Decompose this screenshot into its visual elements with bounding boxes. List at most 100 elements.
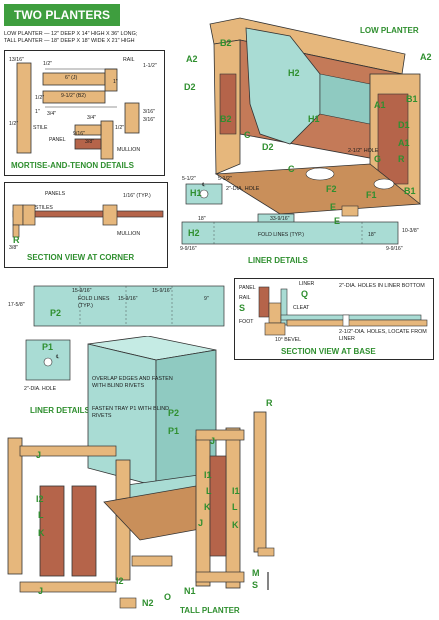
rail-label: RAIL [239, 295, 251, 301]
part-label: L [206, 486, 212, 496]
part-label: J [210, 436, 216, 446]
part-label: J [198, 518, 204, 528]
part-label: L [38, 510, 44, 520]
part-label: B1 [404, 186, 416, 196]
base-holes-note: 2-1/2"-DIA. HOLES, LOCATE FROM LINER [339, 329, 427, 342]
part-e-label: E [334, 216, 341, 226]
dim-label: 1/2" [43, 61, 53, 67]
part-label: C [288, 164, 295, 174]
tall-planter-illustration [7, 336, 275, 609]
part-label: N2 [142, 598, 154, 608]
part-label: K [38, 528, 45, 538]
dim-label: 10-3/8" [402, 228, 419, 234]
part-label: H2 [288, 68, 300, 78]
panel-label: PANEL [49, 137, 66, 143]
dim-label: 33-9/16" [270, 216, 290, 222]
tall-planter-spec: TALL PLANTER — 18" DEEP X 18" WIDE X 21"… [4, 38, 135, 44]
mullion-label: MULLION [117, 231, 141, 237]
part-label: O [164, 592, 172, 602]
dim-label: 5-1/2" [218, 176, 232, 182]
bevel-label: 10° BEVEL [275, 337, 302, 343]
dim-label: 13/16" [9, 57, 24, 63]
part-label: A1 [374, 100, 386, 110]
title-banner: TWO PLANTERS [4, 4, 120, 26]
part-label: A2 [186, 54, 198, 64]
dim-label: 5-1/2" [182, 176, 196, 182]
dim-label: 1/2" [35, 95, 45, 101]
centerline-symbol: ℄ [202, 182, 206, 188]
part-label: B2 [220, 114, 232, 124]
base-section-panel: PANEL RAIL S FOOT LINER Q CLEAT 10° BEVE… [234, 278, 434, 360]
dim-label: 1" [35, 109, 40, 115]
part-label: R [398, 154, 405, 164]
dim-label: 18" [198, 216, 206, 222]
typ-dim-label: 1/16" (TYP.) [123, 193, 151, 199]
dim-label: 1-1/2" [143, 63, 157, 69]
base-drawing [258, 286, 428, 336]
stiles-label: STILES [35, 205, 53, 211]
dim-label: 18" [368, 232, 376, 238]
part-label: R [266, 398, 273, 408]
part-label: M [252, 568, 260, 578]
part-label: P1 [168, 426, 180, 436]
part-label: D2 [262, 142, 274, 152]
cleat-label: CLEAT [293, 305, 310, 311]
low-planter-spec: LOW PLANTER — 12" DEEP X 14" HIGH X 36" … [4, 31, 138, 37]
fold-lines-label: FOLD LINES (TYP.) [258, 232, 305, 238]
mortise-tenon-panel: 13/16" 1/2" 1" 6" (J) 9-1/2" (B2) 1/2" 3… [4, 50, 165, 176]
part-h2-label: H2 [188, 228, 200, 238]
part-label: D1 [398, 120, 410, 130]
part-label: J [38, 586, 44, 596]
overlap-note: OVERLAP EDGES AND FASTEN WITH BLIND RIVE… [92, 376, 173, 389]
panel-label: PANEL [239, 285, 256, 291]
part-label: I1 [232, 486, 240, 496]
part-label: K [204, 502, 211, 512]
stile-label: STILE [33, 125, 48, 131]
rail-label: RAIL [123, 57, 135, 63]
dim-label: 9-9/16" [386, 246, 403, 252]
dim-label: 15-9/16" [118, 296, 138, 302]
dim-label: 3/16" [143, 117, 155, 123]
dim-label: 6" (J) [65, 75, 78, 81]
page-title: TWO PLANTERS [14, 8, 110, 22]
part-s-label: S [239, 303, 246, 313]
part-label: B1 [406, 94, 418, 104]
liner-holes-note: 2"-DIA. HOLES IN LINER BOTTOM [339, 283, 425, 289]
dim-label: 9" [204, 296, 209, 302]
dim-label: 1/2" [9, 121, 19, 127]
mullion-label: MULLION [117, 147, 141, 153]
dim-label: 1" [113, 79, 118, 85]
centerline-symbol: ℄ [56, 354, 60, 360]
part-label: A2 [420, 52, 432, 62]
p1-liner-detail: P1 ℄ 2"-DIA. HOLE [20, 336, 80, 406]
part-label: N1 [184, 586, 196, 596]
fasten-note: FASTEN TRAY P1 WITH BLIND RIVETS [92, 406, 169, 419]
part-p2-label: P2 [50, 308, 62, 318]
dim-label: 9-1/2" (B2) [61, 93, 86, 99]
corner-section-panel: PANELS STILES MULLION 1/16" (TYP.) R 3/8… [4, 182, 168, 268]
mortise-drawing [16, 62, 140, 160]
part-label: F1 [366, 190, 377, 200]
hole-note: 2"-DIA. HOLE [24, 386, 57, 392]
dim-label: 3/4" [87, 115, 97, 121]
foot-label: FOOT [239, 319, 254, 325]
p2-liner-layout: P2 15-9/16" 15-9/16" 15-9/16" 9" FOLD LI… [8, 282, 228, 332]
tall-planter-caption: TALL PLANTER [180, 606, 240, 615]
dim-label: 9/16" [73, 131, 85, 137]
part-label: I1 [204, 470, 212, 480]
part-label: S [252, 580, 259, 590]
part-label: F2 [326, 184, 337, 194]
part-p1-label: P1 [42, 342, 54, 352]
hole-note: 2-1/2" HOLE [348, 148, 379, 154]
corner-drawing [12, 204, 164, 238]
part-label: J [36, 450, 42, 460]
part-label: G [374, 154, 382, 164]
hole-note: 2"-DIA. HOLE [226, 186, 260, 192]
part-label: D2 [184, 82, 196, 92]
part-label: P2 [168, 408, 180, 418]
base-caption: SECTION VIEW AT BASE [281, 347, 376, 356]
tall-planter-drawing: OVERLAP EDGES AND FASTEN WITH BLIND RIVE… [0, 336, 300, 620]
dim-label: 15-9/16" [152, 288, 172, 294]
dim-label: 3/4" [47, 111, 57, 117]
part-label: H1 [308, 114, 320, 124]
